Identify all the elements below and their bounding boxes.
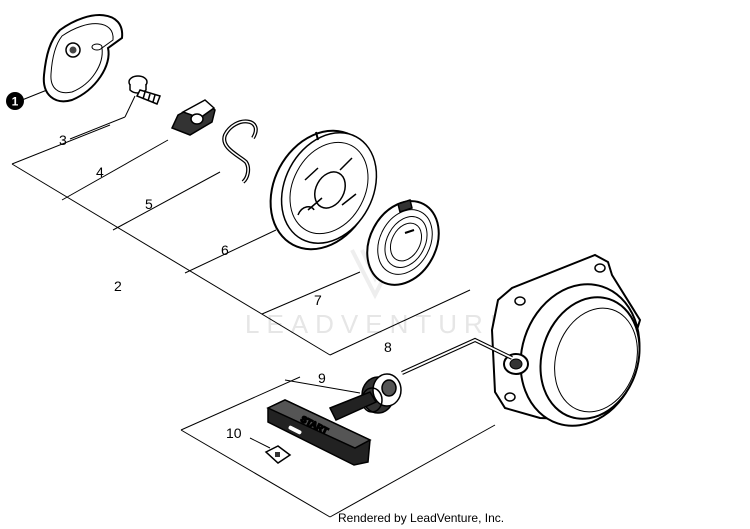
part-bolt [128, 75, 161, 105]
part-pulley [269, 129, 378, 251]
marker-label: 1 [12, 95, 19, 109]
reference-marker: 1 [6, 92, 24, 110]
part-pawl [170, 99, 216, 136]
leader-lines [11, 87, 496, 518]
part-cover-plate [42, 14, 124, 103]
callout-5: 5 [145, 196, 153, 212]
part-recoil-spring [366, 199, 440, 286]
callout-6: 6 [221, 242, 229, 258]
part-spring-clip [222, 119, 258, 184]
callout-7: 7 [314, 292, 322, 308]
part-rope [401, 337, 513, 375]
callout-3: 3 [59, 132, 67, 148]
callout-10: 10 [226, 425, 242, 441]
part-starter-housing [490, 253, 642, 427]
part-washer [264, 445, 292, 464]
callouts: 3 4 5 6 2 7 8 9 10 [59, 132, 392, 441]
callout-9: 9 [318, 370, 326, 386]
callout-2: 2 [114, 278, 122, 294]
render-credit: Rendered by LeadVenture, Inc. [338, 511, 505, 525]
callout-8: 8 [384, 339, 392, 355]
watermark-text: LEADVENTURE [245, 309, 514, 339]
callout-4: 4 [96, 164, 104, 180]
part-starter-handle: START [266, 391, 378, 466]
